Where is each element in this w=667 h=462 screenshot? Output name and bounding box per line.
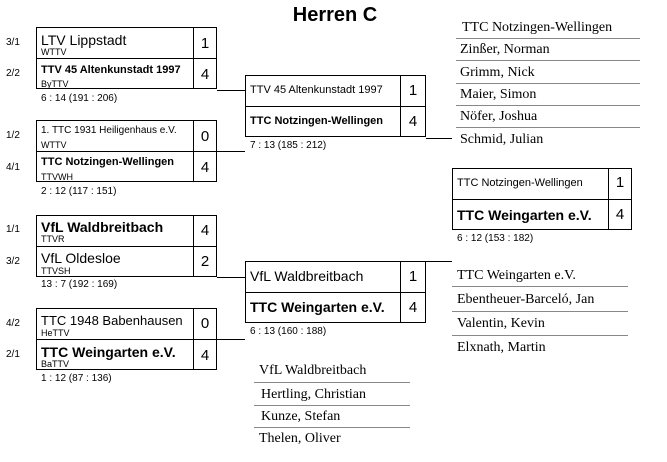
team-roster-notzingen: TTC Notzingen-Wellingen Zinßer, Norman G… [456, 16, 640, 152]
team-name: 1. TTC 1931 Heiligenhaus e.V. [41, 125, 177, 136]
association-label: WTTV [41, 140, 67, 150]
team-name: TTC Weingarten e.V. [250, 299, 385, 315]
team-roster-weingarten: TTC Weingarten e.V. Ebentheuer-Barceló, … [452, 266, 628, 362]
score: 0 [200, 315, 210, 332]
score: 1 [408, 268, 418, 285]
association-label: WTTV [41, 47, 67, 57]
match-result: 6 : 14 (191 : 206) [41, 93, 118, 104]
score: 4 [200, 66, 210, 83]
team-name: TTC Notzingen-Wellingen [457, 177, 583, 189]
roster-team-name: TTC Weingarten e.V. [457, 268, 576, 283]
roster-player: Valentin, Kevin [457, 316, 545, 331]
match-result: 13 : 7 (192 : 169) [41, 279, 118, 290]
score: 1 [200, 35, 210, 52]
roster-player: Grimm, Nick [460, 65, 535, 80]
team-roster-waldbreitbach: VfL Waldbreitbach Hertling, Christian Ku… [254, 360, 410, 456]
team-name: LTV Lippstadt [41, 32, 127, 48]
score: 1 [615, 174, 625, 191]
seed-label: 4/1 [6, 162, 20, 173]
bracket-connector [217, 277, 245, 278]
seed-label: 1/2 [6, 130, 20, 141]
association-label: TTVR [41, 234, 65, 244]
team-name: TTC 1948 Babenhausen [41, 313, 183, 328]
roster-team-name: VfL Waldbreitbach [259, 363, 367, 378]
match-result: 6 : 13 (160 : 188) [250, 326, 327, 337]
team-name: VfL Oldesloe [41, 250, 121, 266]
seed-label: 3/2 [6, 256, 20, 267]
association-label: HeTTV [41, 328, 70, 338]
team-name: VfL Waldbreitbach [250, 268, 364, 284]
roster-player: Thelen, Oliver [259, 431, 341, 446]
seed-label: 1/1 [6, 224, 20, 235]
roster-player: Kunze, Stefan [261, 409, 341, 424]
score: 4 [200, 222, 210, 239]
association-label: TTVWH [41, 172, 73, 182]
match-result: 1 : 12 (87 : 136) [41, 373, 112, 384]
roster-team-name: TTC Notzingen-Wellingen [462, 20, 613, 35]
score: 4 [408, 299, 418, 316]
roster-player: Hertling, Christian [261, 387, 366, 402]
bracket-connector [426, 261, 452, 262]
roster-player: Maier, Simon [460, 87, 537, 102]
seed-label: 2/1 [6, 349, 20, 360]
bracket-connector [217, 151, 245, 152]
roster-player: Elxnath, Martin [457, 340, 546, 355]
team-name: TTC Notzingen-Wellingen [250, 115, 384, 127]
roster-player: Schmid, Julian [460, 132, 544, 147]
team-name: TTV 45 Altenkunstadt 1997 [250, 84, 383, 96]
roster-player: Ebentheuer-Barceló, Jan [457, 292, 595, 307]
score: 4 [200, 159, 210, 176]
team-name: TTC Weingarten e.V. [457, 207, 592, 223]
score: 4 [615, 206, 625, 223]
team-name: TTV 45 Altenkunstadt 1997 [41, 64, 181, 76]
bracket-connector [217, 90, 245, 91]
score: 4 [200, 347, 210, 364]
seed-label: 3/1 [6, 37, 20, 48]
score: 2 [200, 253, 210, 270]
association-label: TTVSH [41, 266, 71, 276]
team-name: TTC Notzingen-Wellingen [41, 156, 175, 168]
score: 0 [200, 128, 210, 145]
association-label: BaTTV [41, 359, 70, 369]
association-label: ByTTV [41, 79, 69, 89]
bracket-connector [217, 339, 245, 340]
seed-label: 2/2 [6, 68, 20, 79]
score: 1 [408, 82, 418, 99]
match-result: 7 : 13 (185 : 212) [250, 140, 327, 151]
match-result: 6 : 12 (153 : 182) [457, 233, 534, 244]
roster-player: Zinßer, Norman [460, 42, 550, 57]
score: 4 [408, 113, 418, 130]
roster-player: Nöfer, Joshua [460, 109, 538, 124]
page-title: Herren C [292, 4, 378, 26]
team-name: VfL Waldbreitbach [41, 219, 164, 235]
seed-label: 4/2 [6, 318, 20, 329]
team-name: TTC Weingarten e.V. [41, 344, 176, 360]
match-result: 2 : 12 (117 : 151) [41, 186, 117, 197]
bracket-connector [426, 138, 452, 139]
